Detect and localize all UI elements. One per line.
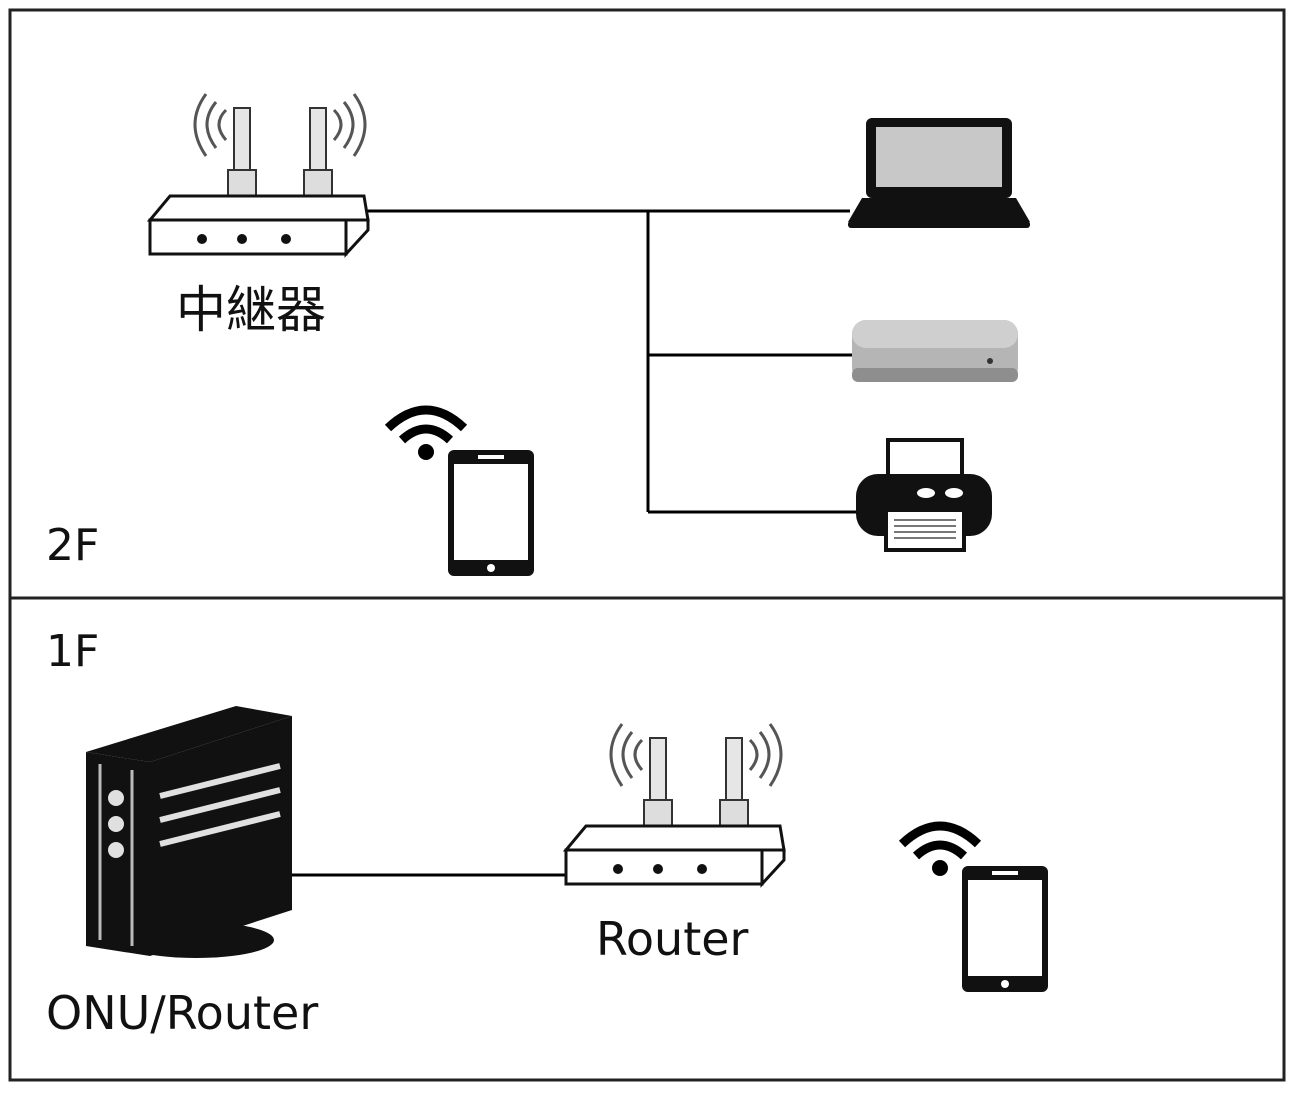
repeater-router-icon — [148, 92, 370, 256]
laptop-icon — [848, 118, 1030, 228]
router-label: Router — [596, 912, 749, 966]
router-device-icon — [564, 722, 786, 886]
repeater-label: 中継器 — [176, 281, 326, 339]
smartphone-icon — [962, 866, 1048, 992]
mini-pc-icon — [852, 320, 1018, 382]
floor-2f-label: 2F — [46, 520, 100, 571]
floor-1f-label: 1F — [46, 626, 100, 677]
onu-router-label: ONU/Router — [46, 986, 319, 1040]
printer-icon — [856, 438, 992, 552]
connection-lines-2f — [366, 209, 860, 514]
smartphone-icon — [448, 450, 534, 576]
floor-1f-frame — [8, 596, 1286, 1082]
onu-router-icon — [86, 706, 292, 958]
